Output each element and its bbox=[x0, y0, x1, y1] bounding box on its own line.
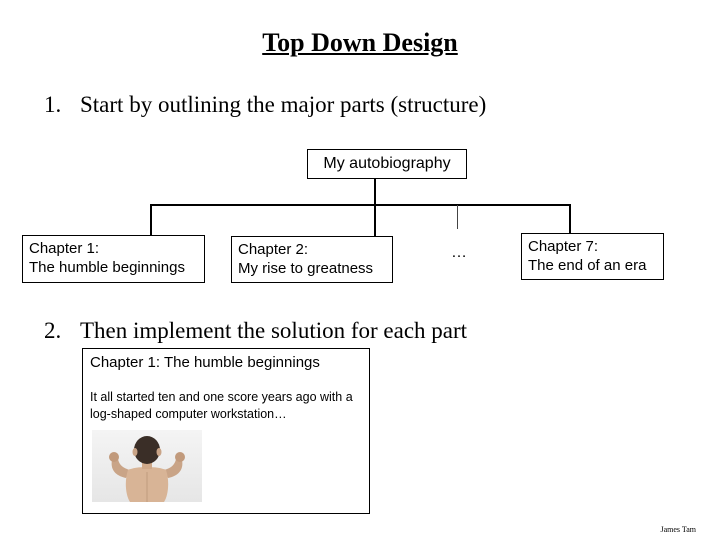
tree-node-chapter-2: Chapter 2: My rise to greatness bbox=[231, 236, 393, 283]
tree-node-chapter-1-heading: Chapter 1: bbox=[29, 240, 100, 257]
tree-node-chapter-1: Chapter 1: The humble beginnings bbox=[22, 235, 205, 283]
tree-node-chapter-2-heading: Chapter 2: bbox=[238, 241, 309, 258]
tree-node-chapter-7-subtitle: The end of an era bbox=[528, 257, 647, 274]
step-1: 1. Start by outlining the major parts (st… bbox=[44, 92, 486, 118]
tree-connector-chapter-7 bbox=[569, 205, 571, 234]
tree-node-chapter-1-subtitle: The humble beginnings bbox=[29, 259, 185, 276]
tree-node-chapter-2-subtitle: My rise to greatness bbox=[238, 260, 374, 277]
tree-node-chapter-7: Chapter 7: The end of an era bbox=[521, 233, 664, 280]
tree-connector-ellipsis bbox=[457, 205, 458, 229]
step-2-number: 2. bbox=[44, 318, 62, 343]
tree-horizontal-connector bbox=[150, 204, 571, 206]
tree-root-connector bbox=[374, 179, 376, 205]
tree-node-ellipsis: … bbox=[451, 244, 467, 261]
chapter-detail-title: Chapter 1: The humble beginnings bbox=[90, 354, 320, 371]
slide-title: Top Down Design bbox=[262, 28, 458, 57]
author-credit: James Tam bbox=[660, 525, 696, 534]
step-2-text: Then implement the solution for each par… bbox=[80, 318, 468, 343]
tree-connector-chapter-2 bbox=[374, 205, 376, 237]
step-1-number: 1. bbox=[44, 92, 62, 117]
tree-node-chapter-7-heading: Chapter 7: bbox=[528, 238, 599, 255]
chapter-detail-text: It all started ten and one score years a… bbox=[90, 390, 353, 421]
step-2: 2. Then implement the solution for each p… bbox=[44, 318, 467, 344]
tree-connector-chapter-1 bbox=[150, 205, 152, 235]
tree-root-box: My autobiography bbox=[307, 149, 467, 179]
child-flexing-photo bbox=[92, 430, 202, 502]
step-1-text: Start by outlining the major parts (stru… bbox=[80, 92, 487, 117]
